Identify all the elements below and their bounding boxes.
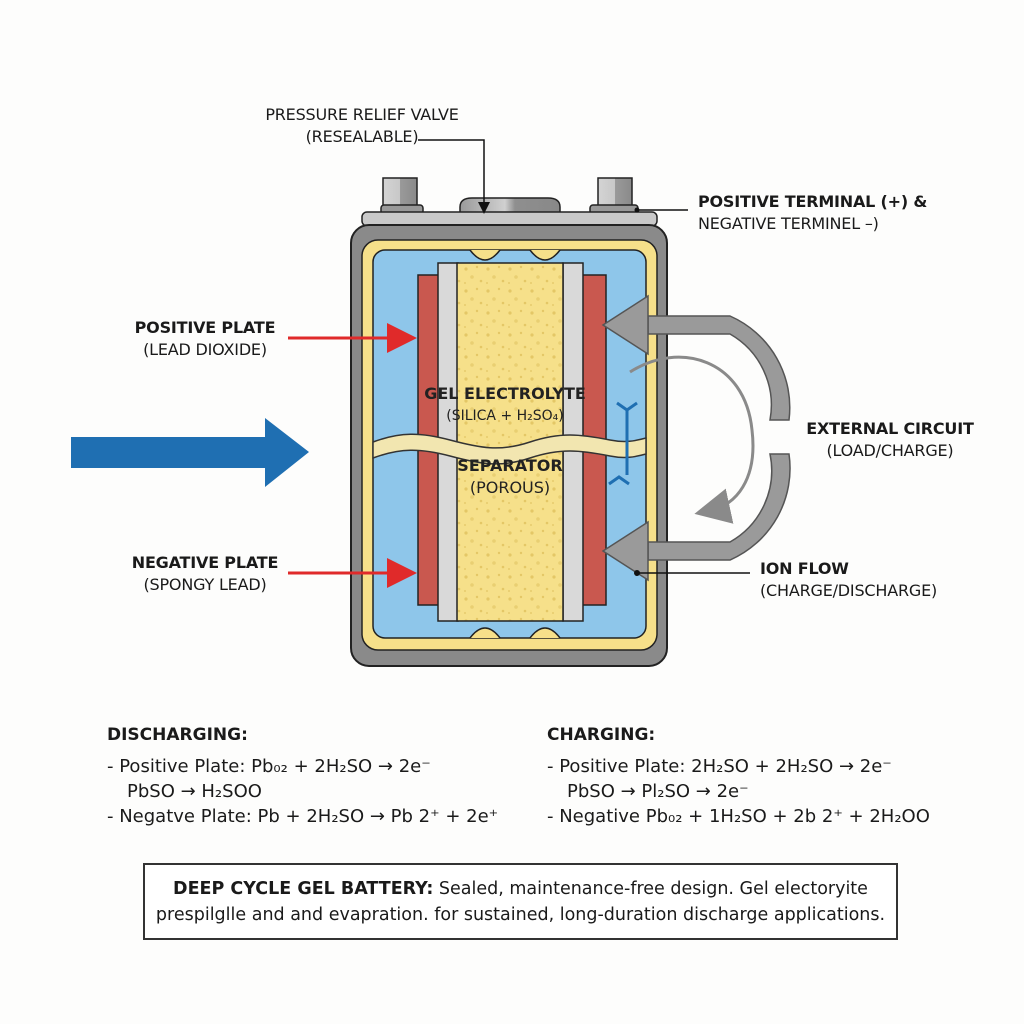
- negative-plate-label: NEGATIVE PLATE (SPONGY LEAD): [115, 552, 295, 596]
- discharging-section: DISCHARGING: - Positive Plate: Pb₀₂ + 2H…: [107, 723, 498, 829]
- external-circuit-label: EXTERNAL CIRCUIT (LOAD/CHARGE): [800, 418, 980, 462]
- discharging-line: - Negatve Plate: Pb + 2H₂SO → Pb 2⁺ + 2e…: [107, 806, 499, 827]
- summary-line2: prespilglle and and evapration. for sust…: [155, 905, 886, 925]
- positive-plate-sub: (LEAD DIOXIDE): [143, 340, 267, 359]
- charging-line: - Negative Pb₀₂ + 1H₂SO + 2b 2⁺ + 2H₂OO: [547, 806, 930, 827]
- input-arrow-icon: [71, 418, 265, 420]
- terminals-label: POSITIVE TERMINAL (+) & NEGATIVE TERMINE…: [698, 191, 958, 235]
- charging-section: CHARGING: - Positive Plate: 2H₂SO + 2H₂S…: [547, 723, 930, 829]
- separator-title: SEPARATOR: [457, 456, 563, 475]
- terminals-line1: POSITIVE TERMINAL (+) &: [698, 192, 928, 211]
- bottom-circuit-arrowhead-icon: [601, 520, 649, 582]
- pressure-valve-label: PRESSURE RELIEF VALVE (RESEALABLE): [232, 104, 492, 148]
- charging-title: CHARGING:: [547, 725, 656, 745]
- pressure-valve-title: PRESSURE RELIEF VALVE: [265, 105, 459, 124]
- terminals-line2: NEGATIVE TERMINEL –): [698, 214, 879, 233]
- summary-box: DEEP CYCLE GEL BATTERY: Sealed, maintena…: [143, 863, 898, 940]
- positive-plate-label: POSITIVE PLATE (LEAD DIOXIDE): [115, 317, 295, 361]
- summary-bold: DEEP CYCLE GEL BATTERY:: [173, 879, 434, 899]
- gel-electrolyte-title: GEL ELECTROLYTE: [424, 384, 586, 403]
- negative-plate-title: NEGATIVE PLATE: [131, 553, 279, 572]
- summary-text: Sealed, maintenance-free design. Gel ele…: [433, 879, 868, 899]
- top-circuit-arrowhead-icon: [601, 294, 649, 356]
- external-circuit-title: EXTERNAL CIRCUIT: [806, 419, 974, 438]
- summary-line1: DEEP CYCLE GEL BATTERY: Sealed, maintena…: [145, 876, 896, 902]
- ion-flow-label: ION FLOW (CHARGE/DISCHARGE): [760, 558, 960, 602]
- external-circuit-arc-icon: [647, 315, 791, 421]
- blue-direction-arrow-icon: [71, 418, 309, 487]
- wavy-separator: [372, 433, 647, 465]
- inner-flow-arc-icon: [629, 355, 755, 524]
- ion-flow-title: ION FLOW: [760, 559, 849, 578]
- ion-symbol-icon: [608, 401, 638, 486]
- valve-leader-line: [418, 139, 490, 214]
- gel-electrolyte-sub: (SILICA + H₂SO₄): [446, 408, 564, 424]
- gel-electrolyte-label: GEL ELECTROLYTE (SILICA + H₂SO₄): [405, 383, 605, 427]
- negative-terminal-icon: [380, 177, 424, 215]
- battery-lid: [361, 211, 658, 227]
- separator-label: SEPARATOR (POROUS): [420, 455, 600, 499]
- external-circuit-sub: (LOAD/CHARGE): [826, 441, 954, 460]
- positive-plate-title: POSITIVE PLATE: [134, 318, 276, 337]
- pressure-valve-icon: [459, 197, 561, 214]
- discharging-line: PbSO → H₂SOO: [127, 781, 262, 802]
- pressure-valve-sub: (RESEALABLE): [305, 127, 419, 146]
- positive-terminal-icon: [589, 177, 639, 215]
- discharging-title: DISCHARGING:: [107, 725, 248, 745]
- charging-line: PbSO → Pl₂SO → 2e⁻: [567, 781, 749, 802]
- charging-line: - Positive Plate: 2H₂SO + 2H₂SO → 2e⁻: [547, 756, 892, 777]
- discharging-line: - Positive Plate: Pb₀₂ + 2H₂SO → 2e⁻: [107, 756, 431, 777]
- separator-sub: (POROUS): [469, 478, 551, 497]
- negative-plate-sub: (SPONGY LEAD): [143, 575, 267, 594]
- ion-flow-sub: (CHARGE/DISCHARGE): [760, 581, 938, 600]
